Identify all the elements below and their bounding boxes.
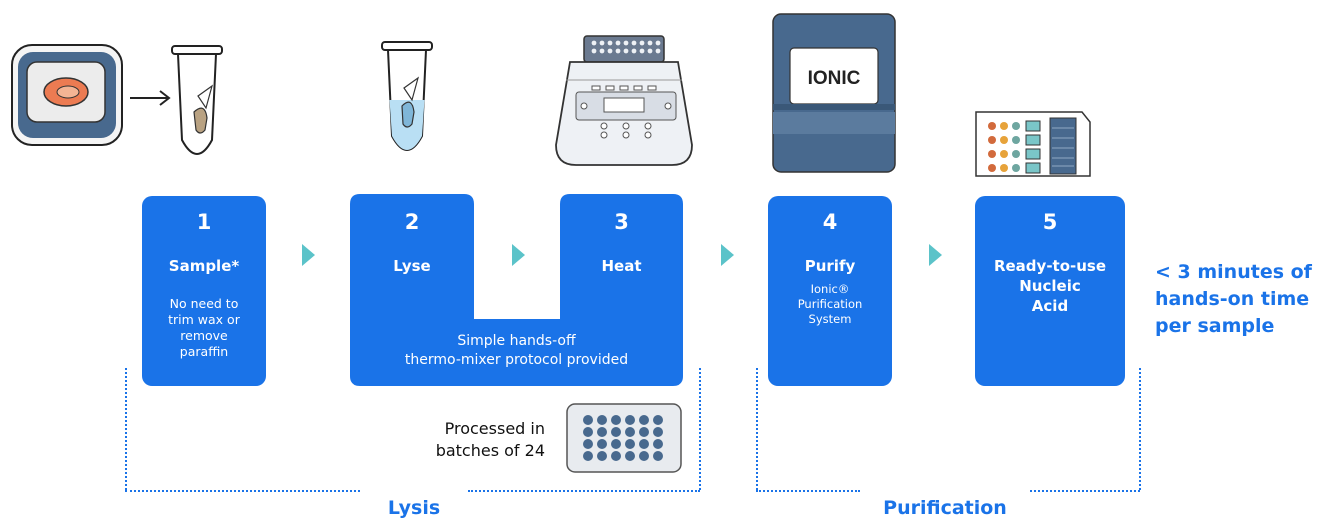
chevron-right-icon xyxy=(512,244,525,266)
batch-note-line-1: Processed in xyxy=(444,419,545,438)
lysis-bracket-bottom-left xyxy=(125,490,360,492)
arrow-right-icon xyxy=(130,90,171,106)
step-4-number: 4 xyxy=(822,210,838,234)
lysis-bracket-bottom-right xyxy=(468,490,700,492)
step-3-title: Heat xyxy=(601,257,642,275)
lysis-phase-label: Lysis xyxy=(387,497,441,519)
purification-bracket-bottom-right xyxy=(1030,490,1140,492)
device-brand-label: IONIC xyxy=(808,68,861,89)
nucleic-acid-cartridge-icon xyxy=(975,111,1091,177)
hands-on-note-line-1: < 3 minutes of xyxy=(1155,261,1312,283)
step-5-title-line-3: Acid xyxy=(1031,297,1069,315)
illustrations: IONIC xyxy=(11,13,1091,177)
step-2-number: 2 xyxy=(404,210,420,234)
shared-note-line-2: thermo-mixer protocol provided xyxy=(404,352,629,368)
hands-on-note-line-3: per sample xyxy=(1155,315,1275,337)
ionic-device-icon: IONIC xyxy=(772,13,896,173)
step-4-detail-line-2: Purification xyxy=(797,297,863,311)
step-1-title: Sample* xyxy=(168,257,240,275)
hands-on-note-line-2: hands-on time xyxy=(1155,288,1310,310)
lysis-bracket-right xyxy=(699,368,701,490)
step-4-detail-line-1: Ionic® xyxy=(810,282,850,296)
step-1-box: 1 Sample* No need to trim wax or remove … xyxy=(142,196,266,386)
step-1-detail-line-4: paraffin xyxy=(179,344,229,359)
chevron-right-icon xyxy=(302,244,315,266)
sample-tube-icon xyxy=(171,45,223,155)
purification-phase-label: Purification xyxy=(883,497,1007,519)
step-4-detail-line-3: System xyxy=(808,312,852,326)
lysis-bracket-left xyxy=(125,368,127,490)
chevron-right-icon xyxy=(929,244,942,266)
lyse-heat-box xyxy=(350,194,683,386)
step-3-number: 3 xyxy=(614,210,629,234)
purification-bracket-left xyxy=(756,368,758,490)
purification-bracket-right xyxy=(1139,368,1141,490)
step-4-title: Purify xyxy=(804,257,856,275)
thermo-mixer-icon xyxy=(555,35,693,166)
step-5-title-line-1: Ready-to-use xyxy=(993,257,1107,275)
step-5-title-line-2: Nucleic xyxy=(1019,277,1081,295)
step-5-box: 5 Ready-to-use Nucleic Acid xyxy=(975,196,1125,386)
shared-note-line-1: Simple hands-off xyxy=(457,333,576,349)
tissue-cassette-icon xyxy=(11,44,123,146)
purification-bracket-bottom-left xyxy=(756,490,860,492)
step-1-detail-line-2: trim wax or xyxy=(168,312,240,327)
step-4-box: 4 Purify Ionic® Purification System xyxy=(768,196,892,386)
step-1-number: 1 xyxy=(196,210,212,234)
step-1-detail-line-1: No need to xyxy=(169,296,239,311)
step-2-title: Lyse xyxy=(393,257,431,275)
lysis-tube-icon xyxy=(381,41,433,151)
chevron-right-icon xyxy=(721,244,734,266)
step-1-detail-line-3: remove xyxy=(180,328,228,343)
step-5-number: 5 xyxy=(1042,210,1058,234)
batch-note-line-2: batches of 24 xyxy=(435,441,545,460)
well-plate-icon xyxy=(566,403,682,473)
